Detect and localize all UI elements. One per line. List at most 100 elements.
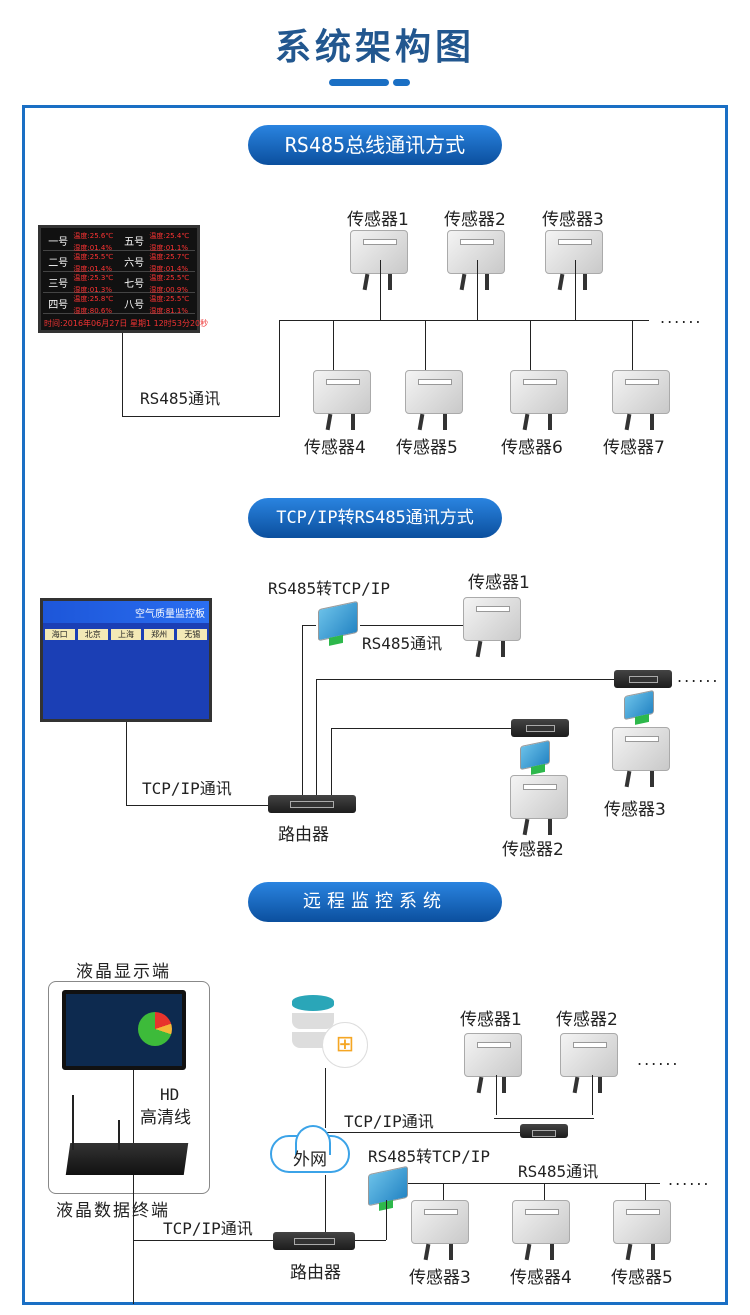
sensor-5 (405, 370, 463, 432)
data-terminal (65, 1143, 189, 1175)
sensor-3 (411, 1200, 469, 1262)
led-reading: 湿度:00.9% (149, 286, 188, 294)
hd-cable-label: 高清线 (140, 1108, 191, 1128)
sensor-2 (560, 1033, 618, 1095)
led-reading: 湿度:80.6% (73, 307, 112, 315)
city-column: 郑州 (144, 629, 175, 640)
led-reading: 湿度:01.4% (149, 265, 188, 273)
sensor-label: 传感器4 (510, 1268, 572, 1288)
converter-label: RS485转TCP/IP (368, 1147, 490, 1166)
sensor-4 (313, 370, 371, 432)
led-station: 五号 (124, 236, 145, 248)
sensor-label: 传感器4 (304, 438, 366, 458)
sensor-label: 传感器1 (347, 210, 409, 230)
led-reading: 温度:25.3℃ (73, 274, 114, 282)
diagram-frame (22, 105, 728, 1305)
sensor-label: 传感器3 (409, 1268, 471, 1288)
led-station: 一号 (48, 236, 69, 248)
lcd-group (48, 981, 210, 1194)
sensor-2 (447, 230, 505, 292)
led-station: 八号 (124, 299, 145, 311)
air-quality-board: 空气质量监控板 海口北京上海郑州无锡 (40, 598, 212, 722)
tcp-link-label: TCP/IP通讯 (142, 779, 232, 798)
router-small (614, 670, 672, 688)
lcd-monitor (62, 990, 186, 1070)
led-station: 二号 (48, 257, 69, 269)
rs485-link-label: RS485通讯 (518, 1162, 599, 1181)
rs485-link-label: RS485通讯 (140, 389, 221, 408)
sensor-label: 传感器3 (604, 800, 666, 820)
city-column: 上海 (110, 629, 141, 640)
led-reading: 温度:25.5℃ (149, 295, 190, 303)
led-reading: 温度:25.5℃ (149, 274, 190, 282)
led-reading: 湿度:01.1% (149, 244, 188, 252)
router-small (511, 719, 569, 737)
sensor-label: 传感器2 (502, 840, 564, 860)
sensor-1 (463, 597, 521, 659)
terminal-label: 液晶数据终端 (56, 1201, 170, 1221)
sensor-5 (613, 1200, 671, 1262)
led-reading: 温度:25.6℃ (73, 232, 114, 240)
rs485-link-label: RS485通讯 (362, 634, 443, 653)
sensor-label: 传感器2 (444, 210, 506, 230)
sensor-2 (510, 775, 568, 837)
sensor-3 (545, 230, 603, 292)
tcp-link-label: TCP/IP通讯 (344, 1112, 434, 1131)
converter-label: RS485转TCP/IP (268, 579, 390, 598)
led-reading: 湿度:01.4% (73, 244, 112, 252)
sensor-label: 传感器6 (501, 438, 563, 458)
board-title: 空气质量监控板 (43, 601, 209, 623)
led-station: 四号 (48, 299, 69, 311)
router (268, 795, 356, 813)
led-reading: 温度:25.7℃ (149, 253, 190, 261)
cloud-label: 外网 (293, 1150, 327, 1170)
more-indicator: ...... (660, 308, 703, 327)
led-reading: 湿度:81.1% (149, 307, 188, 315)
sensor-label: 传感器2 (556, 1010, 618, 1030)
network-topology-icon: ⊞ (322, 1022, 368, 1068)
led-reading: 温度:25.5℃ (73, 253, 114, 261)
led-reading: 湿度:01.3% (73, 286, 112, 294)
pie-icon (138, 1012, 172, 1046)
city-column: 海口 (44, 629, 75, 640)
more-indicator: ...... (637, 1050, 680, 1069)
led-footer: 时间:2016年06月27日 星期1 12时53分20秒 (44, 319, 209, 328)
sensor-label: 传感器5 (396, 438, 458, 458)
router-label: 路由器 (290, 1263, 341, 1283)
led-reading: 湿度:01.4% (73, 265, 112, 273)
led-station: 三号 (48, 278, 69, 290)
sensor-1 (464, 1033, 522, 1095)
sensor-label: 传感器1 (460, 1010, 522, 1030)
led-station: 六号 (124, 257, 145, 269)
title-underline-dot (393, 79, 410, 86)
sensor-6 (510, 370, 568, 432)
more-indicator: ...... (668, 1170, 711, 1189)
sensor-4 (512, 1200, 570, 1262)
title-underline (329, 79, 389, 86)
tcp-link-label: TCP/IP通讯 (163, 1219, 253, 1238)
city-column: 无锡 (177, 629, 208, 640)
led-reading: 温度:25.8℃ (73, 295, 114, 303)
sensor-label: 传感器1 (468, 573, 530, 593)
router (273, 1232, 355, 1250)
section-remote-pill: 远程监控系统 (248, 882, 502, 922)
cloud-icon: 外网 (270, 1125, 350, 1175)
router-small (520, 1124, 568, 1138)
router-label: 路由器 (278, 825, 329, 845)
rs485-bus (279, 320, 649, 321)
hd-label: HD (160, 1085, 180, 1104)
sensor-label: 传感器7 (603, 438, 665, 458)
sensor-label: 传感器5 (611, 1268, 673, 1288)
more-indicator: ...... (677, 667, 720, 686)
sensor-7 (612, 370, 670, 432)
sensor-3 (612, 727, 670, 789)
lcd-label: 液晶显示端 (76, 962, 171, 982)
page-title: 系统架构图 (274, 27, 475, 68)
led-reading: 温度:25.4℃ (149, 232, 190, 240)
sensor-label: 传感器3 (542, 210, 604, 230)
led-station: 七号 (124, 278, 145, 290)
section-rs485-pill: RS485总线通讯方式 (248, 125, 502, 165)
section-tcpip-pill: TCP/IP转RS485通讯方式 (248, 498, 502, 538)
sensor-1 (350, 230, 408, 292)
